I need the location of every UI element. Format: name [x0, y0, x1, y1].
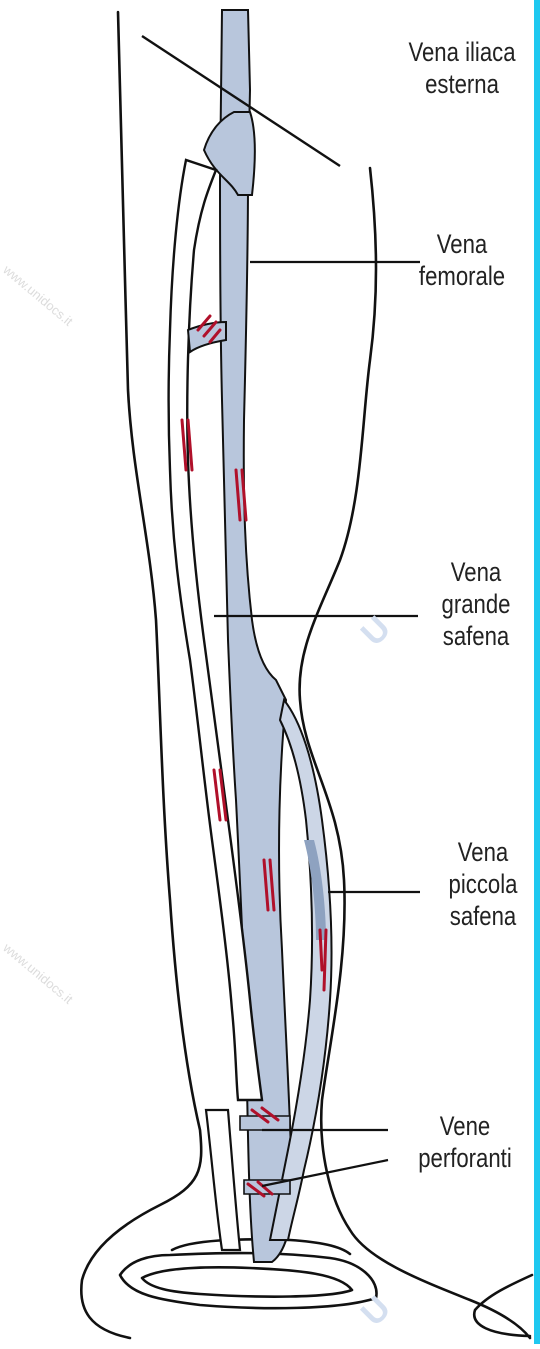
label-line: Vena: [405, 228, 520, 260]
right-border: [534, 0, 540, 1344]
label-line: esterna: [398, 68, 526, 100]
label-line: Vena iliaca: [398, 36, 526, 68]
label-line: grande: [428, 588, 523, 620]
label-vena-grande-safena: Vena grande safena: [428, 556, 523, 652]
label-line: Vena: [438, 836, 528, 868]
label-line: Vena: [428, 556, 523, 588]
label-line: Vene: [405, 1110, 525, 1142]
great-saphenous-lower: [206, 1110, 240, 1250]
label-vena-iliaca-esterna: Vena iliaca esterna: [398, 36, 526, 100]
label-line: perforanti: [405, 1142, 525, 1174]
label-line: piccola: [438, 868, 528, 900]
label-vena-femorale: Vena femorale: [405, 228, 520, 292]
label-vene-perforanti: Vene perforanti: [405, 1110, 525, 1174]
label-line: safena: [438, 900, 528, 932]
label-vena-piccola-safena: Vena piccola safena: [438, 836, 528, 932]
label-line: safena: [428, 620, 523, 652]
foot-inner-contour: [142, 1267, 352, 1296]
label-line: femorale: [405, 260, 520, 292]
